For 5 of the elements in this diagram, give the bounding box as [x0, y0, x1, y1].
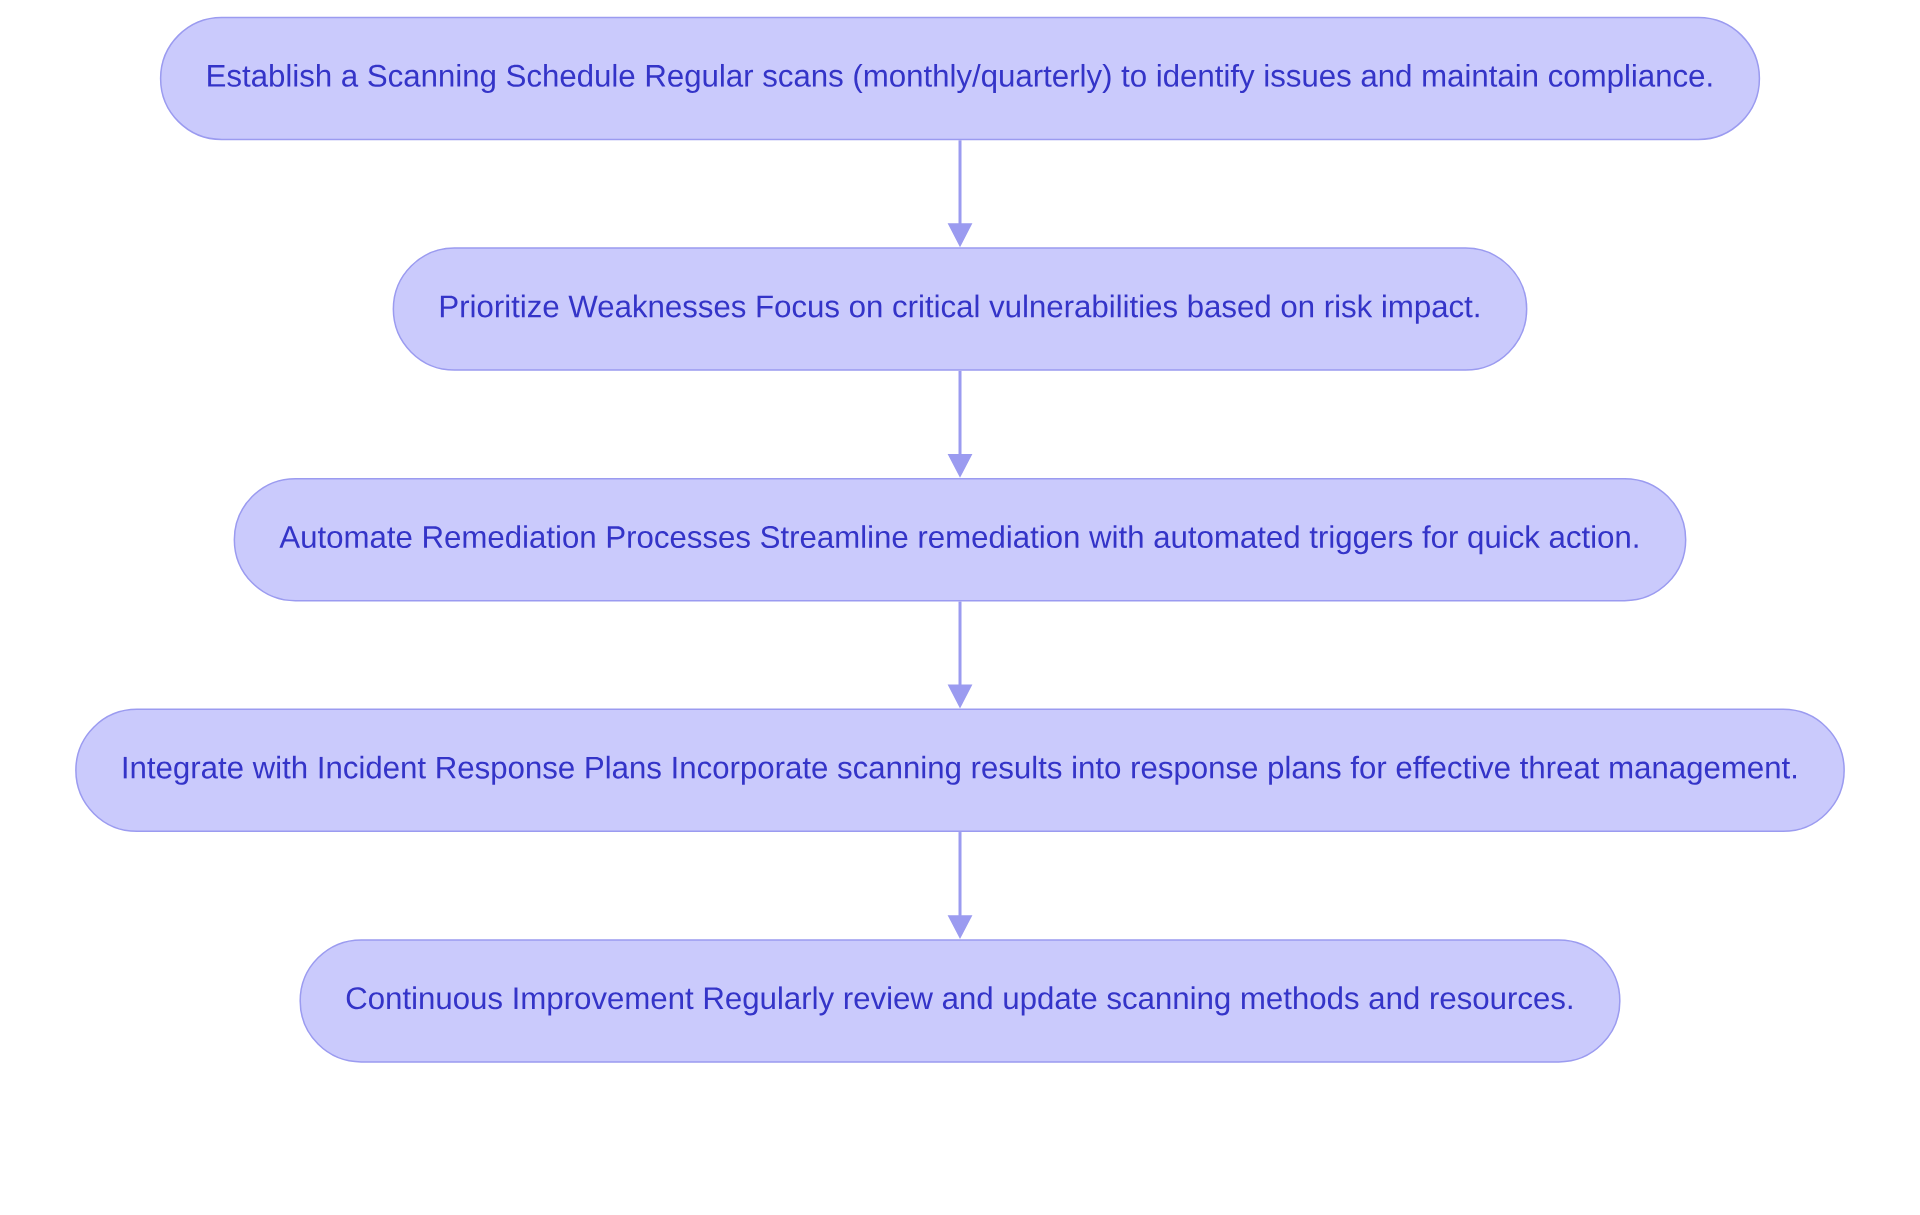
process-box: Integrate with Incident Response Plans Incorporate scanning results into response plans for effective threat management. [75, 708, 1845, 833]
process-box: Automate Remediation Processes Streamline remediation with automated triggers for quick action. [233, 477, 1687, 602]
process-box: Establish a Scanning Schedule Regular scans (monthly/quarterly) to identify issues and maintain compliance. [159, 16, 1761, 141]
process-box: Prioritize Weaknesses Focus on critical vulnerabilities based on risk impact. [392, 247, 1528, 371]
process-box: Continuous Improvement Regularly review and update scanning methods and resources. [299, 939, 1621, 1063]
